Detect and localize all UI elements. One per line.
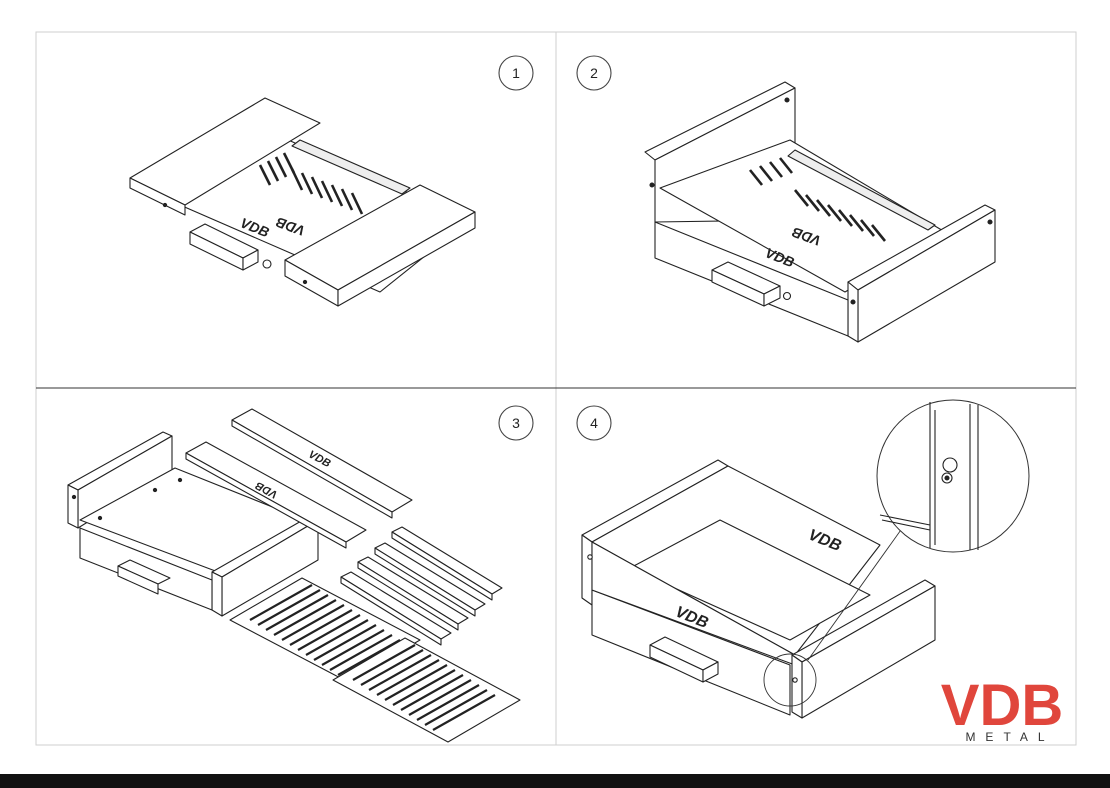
step-badge-3: 3 [498,405,534,441]
panel-2: 2 VDB VDB [576,55,996,343]
grate-slots [258,152,364,215]
step-number-1: 1 [512,65,520,81]
step-number-4: 4 [590,415,598,431]
grate-panel-left [229,577,421,683]
grate-panel-right [332,637,521,743]
panel-4: 4 VDB VDB [576,399,1030,719]
logo-wordmark: VDB [941,673,1063,738]
panel-1: 1 VDB VDB [129,55,534,307]
grate-slots-2 [748,157,887,242]
detail-callout-small [763,653,817,707]
logo-subtitle: METAL [965,730,1054,744]
closed-drawer-inner-floor [629,519,871,641]
vdb-metal-logo: VDB METAL [941,673,1063,744]
step-badge-4: 4 [576,405,612,441]
step-number-2: 2 [590,65,598,81]
step-badge-2: 2 [576,55,612,91]
step-number-3: 3 [512,415,520,431]
bottom-bar [0,774,1110,788]
detail-magnified-view [876,399,1030,553]
step-badge-1: 1 [498,55,534,91]
rails [340,526,503,646]
callout-leader [807,519,909,661]
panel-3: 3 VDB VDB [67,405,534,743]
